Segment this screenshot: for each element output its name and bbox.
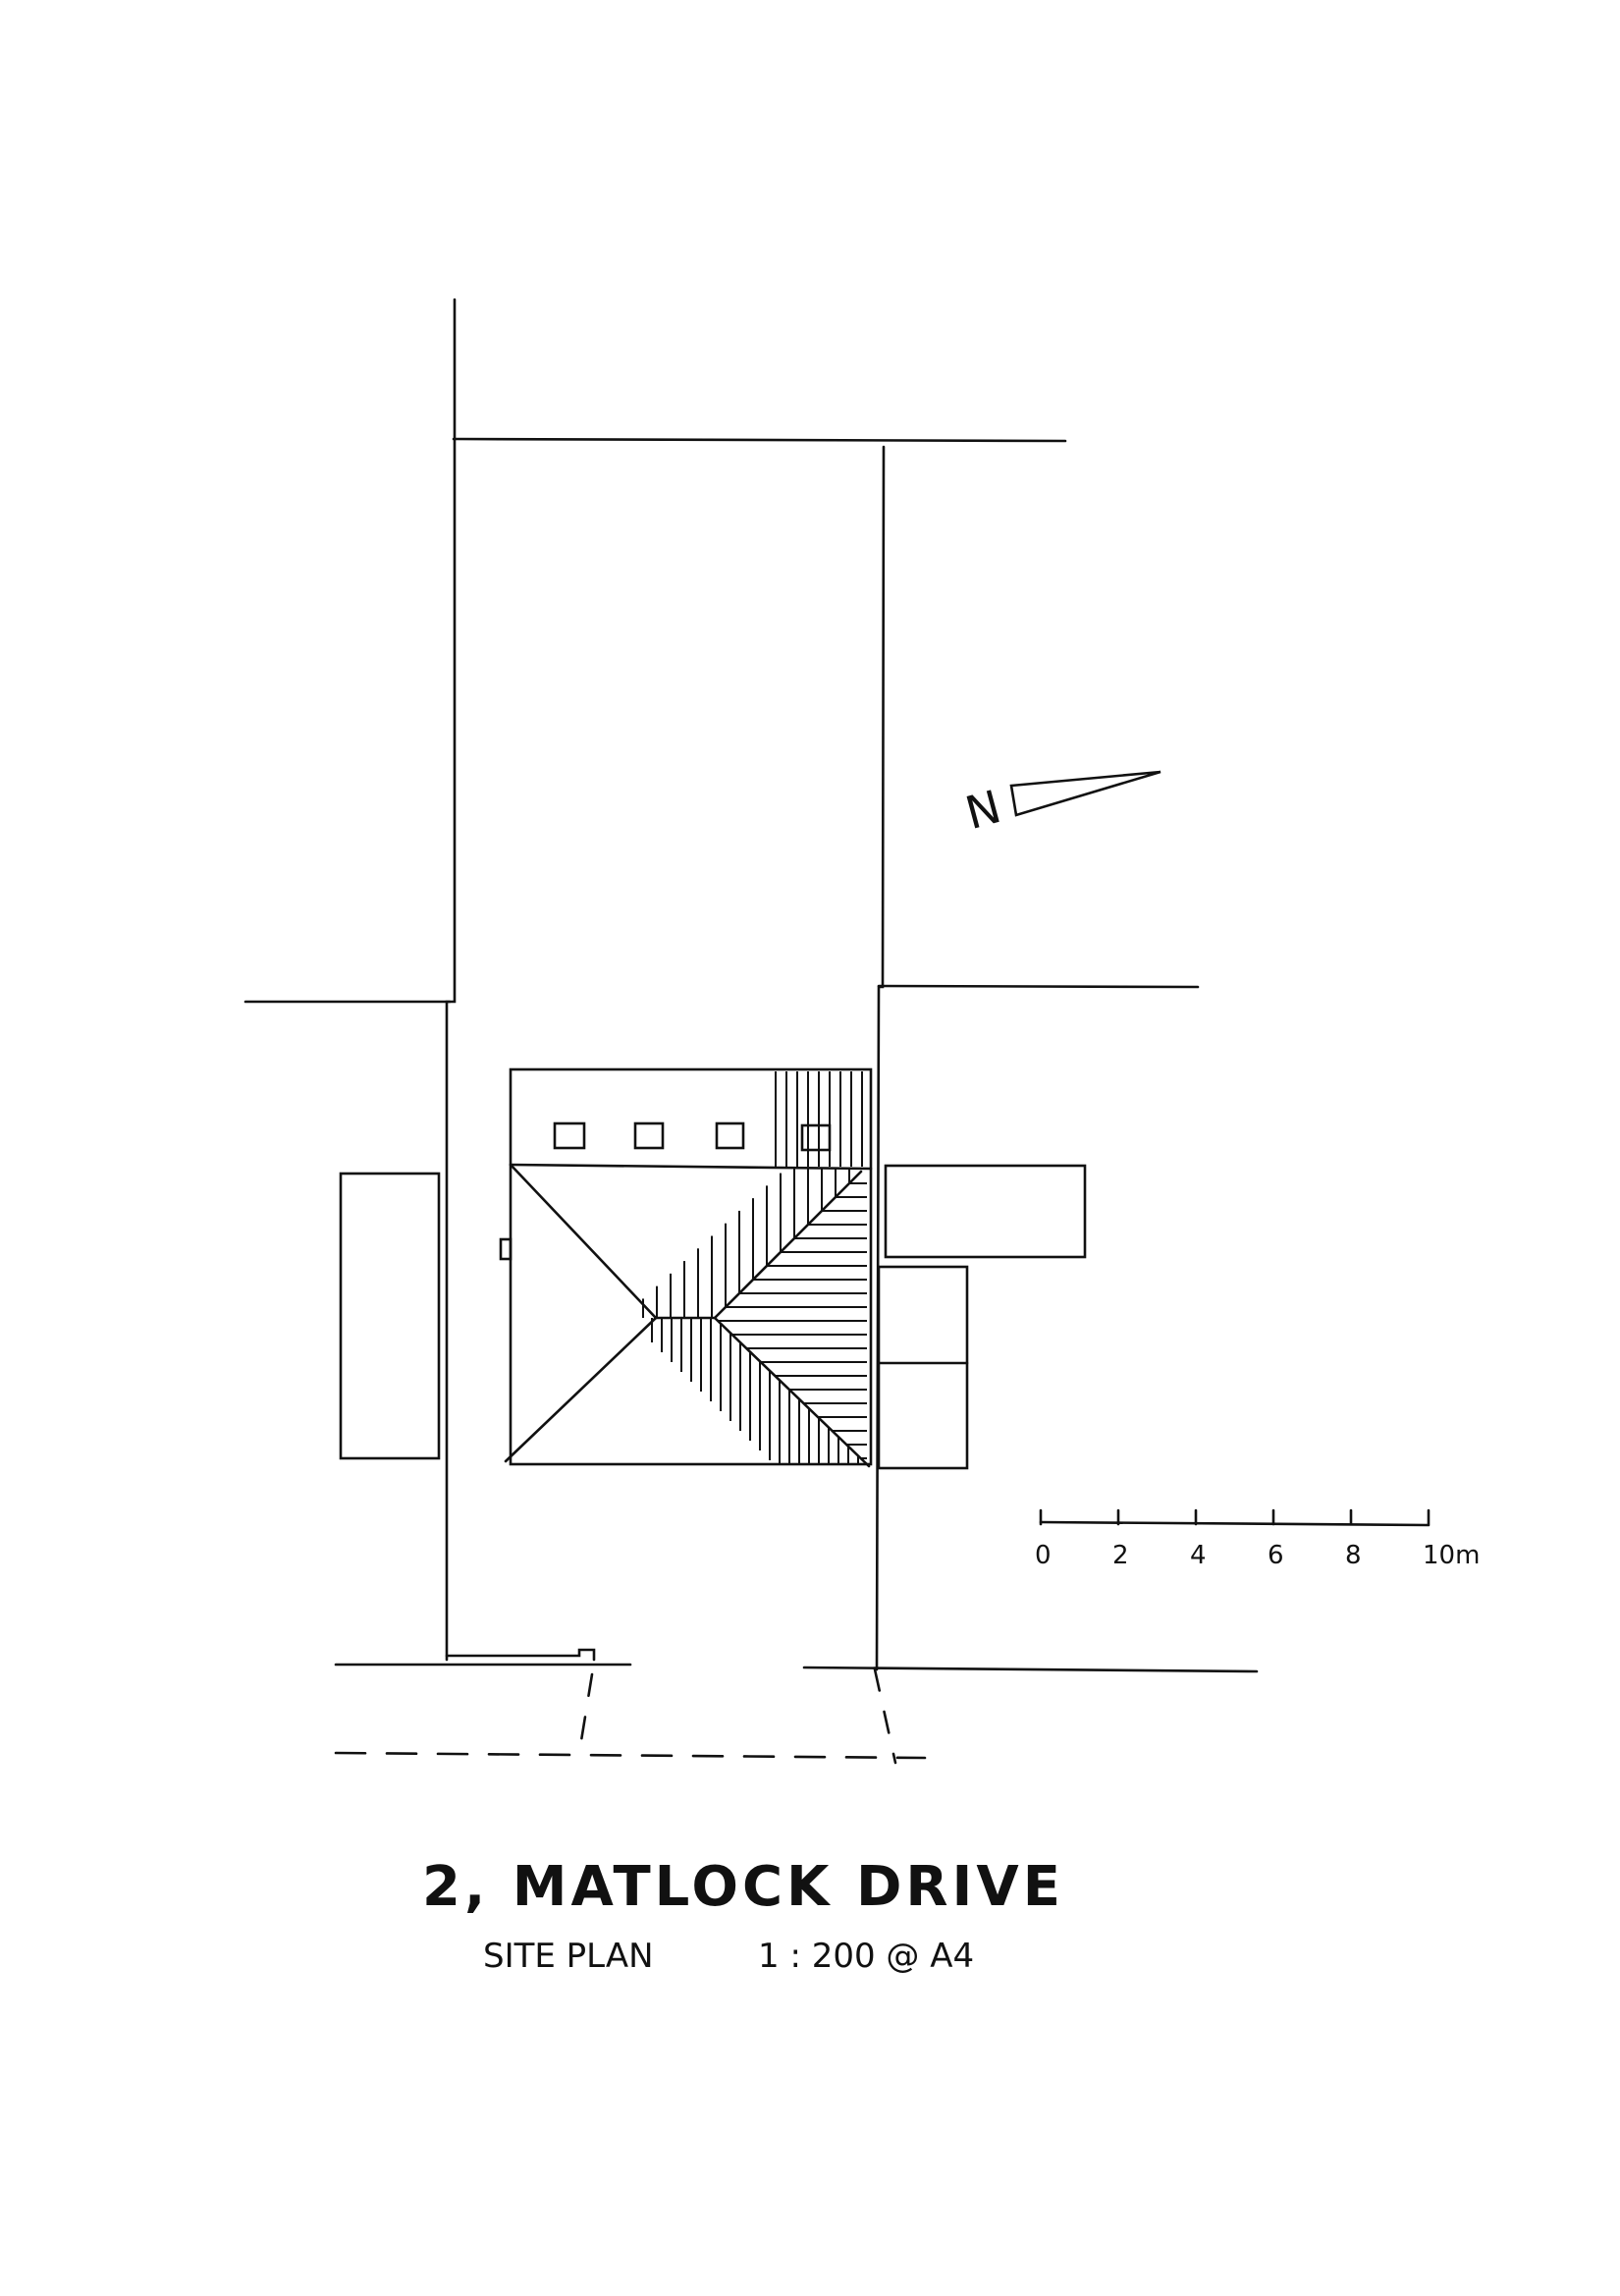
east-neighbour-extension xyxy=(877,1265,969,1470)
scale-tick-label: 2 xyxy=(1112,1541,1129,1570)
drawing-scale: 1 : 200 @ A4 xyxy=(758,1937,974,1976)
scale-tick-label: 4 xyxy=(1190,1541,1207,1570)
east-boundary-line xyxy=(875,445,886,1671)
neighbouring-buildings xyxy=(339,1164,1087,1470)
scale-tick-label: 8 xyxy=(1345,1541,1362,1570)
scale-tick-label: 6 xyxy=(1268,1541,1284,1570)
north-arrow: N xyxy=(960,770,1161,840)
scale-tick-label: 10m xyxy=(1423,1541,1480,1570)
rooflight xyxy=(715,1121,745,1150)
house-roof-plan xyxy=(499,1067,873,1468)
west-boundary-line xyxy=(445,298,457,1662)
scale-bar: 0 2 4 6 8 10m xyxy=(1035,1508,1480,1570)
hip-line-ne xyxy=(713,1170,863,1320)
eaves-line xyxy=(509,1163,873,1171)
driveway-edge-east xyxy=(873,1667,897,1765)
scale-tick-label: 0 xyxy=(1035,1541,1052,1570)
north-boundary-line xyxy=(452,437,1067,443)
rooflight xyxy=(800,1123,832,1152)
road-frontage xyxy=(334,1648,1259,1765)
drawing-subtitle: SITE PLAN xyxy=(483,1937,654,1976)
rooflight xyxy=(633,1121,665,1150)
driveway-edge-west xyxy=(577,1672,594,1755)
road-centre-dashed xyxy=(334,1751,927,1760)
house-outline xyxy=(509,1067,873,1466)
hip-line-sw xyxy=(504,1316,658,1463)
west-neighbour-building xyxy=(339,1172,441,1460)
plot-boundaries xyxy=(243,298,1200,1671)
scale-bar-line xyxy=(1039,1520,1431,1527)
drawing-title: 2, MATLOCK DRIVE xyxy=(422,1855,1064,1919)
hip-line-se xyxy=(713,1316,871,1468)
north-label: N xyxy=(960,780,1006,840)
north-arrow-icon xyxy=(1009,770,1161,817)
roof-hatching xyxy=(642,1071,867,1464)
house-bay xyxy=(499,1237,513,1261)
east-neighbour-building xyxy=(884,1164,1087,1259)
rooflight xyxy=(553,1121,586,1150)
kerb-line-east xyxy=(802,1666,1259,1673)
neighbour-east-boundary xyxy=(877,984,1200,989)
front-wall xyxy=(445,1648,596,1662)
hip-line-nw xyxy=(509,1163,658,1320)
